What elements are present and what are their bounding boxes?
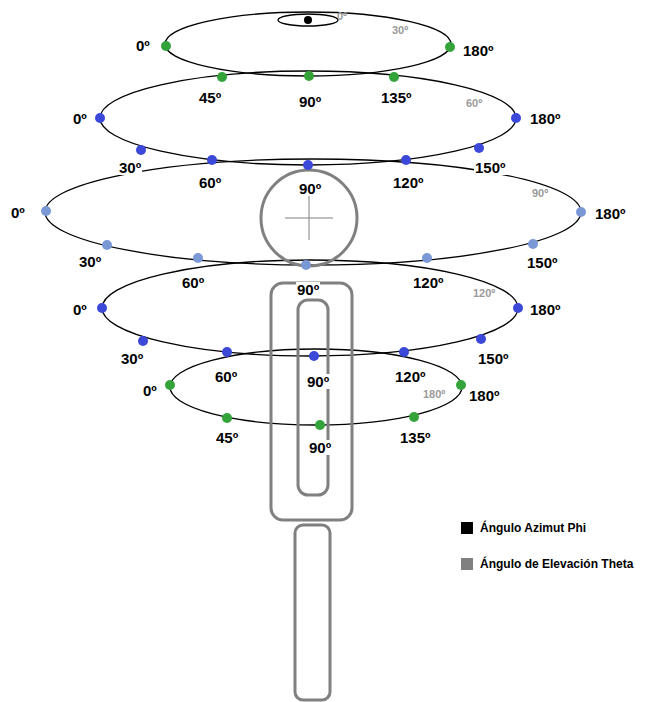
point-dot: [315, 420, 325, 430]
pole-dot: [304, 16, 312, 24]
point-dot: [222, 413, 232, 423]
leg-outline: [295, 525, 330, 700]
azimuth-angle: 90º: [298, 181, 322, 196]
elevation-angle: 90º: [531, 188, 549, 199]
legend-text: Ángulo de Elevación Theta: [480, 557, 633, 571]
azimuth-angle: 150º: [477, 351, 510, 366]
point-dot: [309, 351, 319, 361]
point-dot: [389, 72, 399, 82]
elevation-angle: 0º: [336, 11, 348, 22]
azimuth-angle: 0º: [72, 302, 88, 317]
azimuth-angle: 180º: [529, 111, 562, 126]
azimuth-angle: 45º: [215, 430, 239, 445]
point-dot: [161, 41, 171, 51]
point-dot: [222, 347, 232, 357]
azimuth-angle: 180º: [594, 206, 627, 221]
point-dot: [474, 143, 484, 153]
point-dot: [513, 303, 523, 313]
elevation-angle: 120º: [472, 288, 496, 299]
azimuth-angle: 30º: [118, 160, 142, 175]
azimuth-angle: 30º: [78, 254, 102, 269]
azimuth-angle: 180º: [468, 388, 501, 403]
point-dot: [41, 206, 51, 216]
point-dot: [303, 160, 313, 170]
azimuth-angle: 60º: [214, 369, 238, 384]
azimuth-angle: 90º: [308, 440, 332, 455]
point-dot: [97, 303, 107, 313]
azimuth-angle: 0º: [72, 111, 88, 126]
elevation-ring: [278, 14, 338, 26]
head-outline: [261, 170, 357, 266]
point-dot: [511, 113, 521, 123]
point-dot: [409, 412, 419, 422]
point-dot: [476, 334, 486, 344]
elevation-angle: 180º: [422, 389, 446, 400]
point-dot: [422, 253, 432, 263]
crosshair: [309, 196, 310, 240]
elevation-angle: 30º: [391, 25, 409, 36]
azimuth-angle: 120º: [394, 369, 427, 384]
point-dot: [301, 260, 311, 270]
point-dot: [528, 239, 538, 249]
azimuth-angle: 135º: [399, 430, 432, 445]
azimuth-angle: 150º: [526, 255, 559, 270]
azimuth-angle: 90º: [306, 374, 330, 389]
legend-swatch: [461, 522, 473, 534]
elevation-angle: 60º: [465, 98, 483, 109]
point-dot: [399, 347, 409, 357]
point-dot: [102, 240, 112, 250]
azimuth-angle: 0º: [135, 38, 151, 53]
azimuth-angle: 60º: [198, 175, 222, 190]
azimuth-angle: 0º: [142, 383, 158, 398]
point-dot: [138, 336, 148, 346]
body-outline: [271, 283, 352, 520]
azimuth-angle: 0º: [10, 205, 26, 220]
legend-swatch: [461, 558, 473, 570]
arm-outline: [298, 300, 328, 495]
legend-text: Ángulo Azimut Phi: [480, 521, 586, 535]
azimuth-angle: 120º: [392, 175, 425, 190]
elevation-ring: [170, 349, 462, 425]
azimuth-angle: 45º: [198, 90, 222, 105]
elevation-ring: [165, 12, 451, 76]
azimuth-angle: 180º: [462, 43, 495, 58]
point-dot: [576, 207, 586, 217]
legend-row: Ángulo de Elevación Theta: [461, 557, 633, 571]
azimuth-angle: 30º: [120, 351, 144, 366]
azimuth-angle: 90º: [298, 94, 322, 109]
point-dot: [217, 72, 227, 82]
point-dot: [304, 71, 314, 81]
point-dot: [401, 155, 411, 165]
azimuth-angle: 135º: [380, 90, 413, 105]
azimuth-angle: 60º: [181, 275, 205, 290]
point-dot: [95, 113, 105, 123]
legend-row: Ángulo Azimut Phi: [461, 521, 586, 535]
point-dot: [445, 42, 455, 52]
azimuth-angle: 120º: [412, 275, 445, 290]
elevation-ring: [45, 159, 581, 265]
elevation-ring: [102, 260, 518, 356]
point-dot: [207, 155, 217, 165]
point-dot: [456, 380, 466, 390]
azimuth-angle: 90º: [296, 282, 320, 297]
point-dot: [165, 380, 175, 390]
azimuth-angle: 150º: [474, 160, 507, 175]
elevation-ring: [100, 71, 516, 165]
point-dot: [136, 145, 146, 155]
point-dot: [193, 253, 203, 263]
azimuth-angle: 180º: [529, 302, 562, 317]
